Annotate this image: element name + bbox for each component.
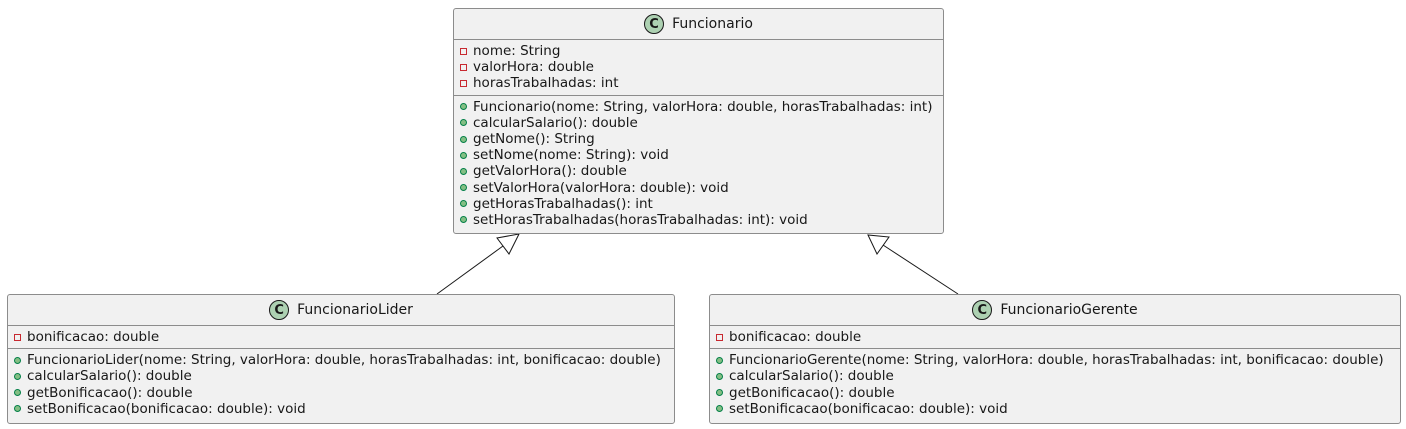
public-visibility-icon <box>716 372 723 380</box>
method: Funcionario(nome: String, valorHora: dou… <box>454 99 943 115</box>
private-visibility-icon <box>460 47 467 55</box>
public-visibility-icon <box>460 200 467 208</box>
class-funcionario-gerente[interactable]: C FuncionarioGerente bonificacao: double… <box>709 294 1401 424</box>
attribute: horasTrabalhadas: int <box>454 75 943 91</box>
attribute-text: bonificacao: double <box>729 329 862 346</box>
public-visibility-icon <box>460 103 467 111</box>
method-text: calcularSalario(): double <box>27 368 192 385</box>
class-stereotype-icon: C <box>644 14 665 34</box>
public-visibility-icon <box>14 372 21 380</box>
attribute-text: bonificacao: double <box>27 329 160 346</box>
method: FuncionarioGerente(nome: String, valorHo… <box>710 352 1400 368</box>
methods-section: FuncionarioGerente(nome: String, valorHo… <box>710 349 1400 420</box>
private-visibility-icon <box>460 63 467 71</box>
private-visibility-icon <box>716 333 723 341</box>
method: setNome(nome: String): void <box>454 147 943 163</box>
method-text: setHorasTrabalhadas(horasTrabalhadas: in… <box>473 211 808 228</box>
method-text: getHorasTrabalhadas(): int <box>473 195 653 212</box>
inheritance-arrowhead <box>496 233 520 255</box>
public-visibility-icon <box>460 184 467 192</box>
method: calcularSalario(): double <box>454 115 943 131</box>
attribute: nome: String <box>454 43 943 59</box>
method: setHorasTrabalhadas(horasTrabalhadas: in… <box>454 212 943 228</box>
inheritance-arrowhead <box>867 234 890 255</box>
public-visibility-icon <box>716 389 723 397</box>
public-visibility-icon <box>460 216 467 224</box>
class-name: FuncionarioGerente <box>1000 302 1138 318</box>
class-header: C FuncionarioLider <box>8 295 674 326</box>
class-funcionario-lider[interactable]: C FuncionarioLider bonificacao: double F… <box>7 294 675 424</box>
method-text: calcularSalario(): double <box>473 114 638 131</box>
method-text: setNome(nome: String): void <box>473 147 669 164</box>
public-visibility-icon <box>14 356 21 364</box>
class-header: C FuncionarioGerente <box>710 295 1400 326</box>
attribute-text: horasTrabalhadas: int <box>473 75 619 92</box>
attribute: bonificacao: double <box>8 329 674 345</box>
method-text: Funcionario(nome: String, valorHora: dou… <box>473 98 933 115</box>
method-text: getBonificacao(): double <box>729 384 895 401</box>
method-text: getNome(): String <box>473 131 595 148</box>
method-text: FuncionarioLider(nome: String, valorHora… <box>27 352 661 369</box>
public-visibility-icon <box>716 405 723 413</box>
private-visibility-icon <box>460 79 467 87</box>
method: getBonificacao(): double <box>710 385 1400 401</box>
public-visibility-icon <box>460 119 467 127</box>
method: getHorasTrabalhadas(): int <box>454 196 943 212</box>
method: FuncionarioLider(nome: String, valorHora… <box>8 352 674 368</box>
method-text: setBonificacao(bonificacao: double): voi… <box>729 400 1008 417</box>
public-visibility-icon <box>460 135 467 143</box>
method-text: getValorHora(): double <box>473 163 627 180</box>
attribute: bonificacao: double <box>710 329 1400 345</box>
edge-gerente-to-funcionario <box>867 234 959 295</box>
method: setBonificacao(bonificacao: double): voi… <box>710 401 1400 417</box>
public-visibility-icon <box>460 151 467 159</box>
method-text: calcularSalario(): double <box>729 368 894 385</box>
method-text: setBonificacao(bonificacao: double): voi… <box>27 400 306 417</box>
public-visibility-icon <box>14 405 21 413</box>
method: getBonificacao(): double <box>8 385 674 401</box>
class-funcionario[interactable]: C Funcionario nome: String valorHora: do… <box>453 8 944 234</box>
attribute-text: valorHora: double <box>473 59 594 76</box>
public-visibility-icon <box>460 167 467 175</box>
method: setValorHora(valorHora: double): void <box>454 180 943 196</box>
class-stereotype-icon: C <box>269 300 290 320</box>
class-stereotype-icon: C <box>972 300 993 320</box>
method: calcularSalario(): double <box>710 368 1400 384</box>
public-visibility-icon <box>14 389 21 397</box>
private-visibility-icon <box>14 333 21 341</box>
edge-lider-to-funcionario <box>436 233 520 295</box>
attribute: valorHora: double <box>454 59 943 75</box>
method: setBonificacao(bonificacao: double): voi… <box>8 401 674 417</box>
method-text: getBonificacao(): double <box>27 384 193 401</box>
class-name: FuncionarioLider <box>297 302 413 318</box>
methods-section: Funcionario(nome: String, valorHora: dou… <box>454 96 943 232</box>
attributes-section: bonificacao: double <box>8 326 674 350</box>
attributes-section: bonificacao: double <box>710 326 1400 350</box>
class-name: Funcionario <box>672 16 753 32</box>
attribute-text: nome: String <box>473 43 561 60</box>
method-text: FuncionarioGerente(nome: String, valorHo… <box>729 352 1384 369</box>
methods-section: FuncionarioLider(nome: String, valorHora… <box>8 349 674 420</box>
public-visibility-icon <box>716 356 723 364</box>
attributes-section: nome: String valorHora: double horasTrab… <box>454 40 943 96</box>
class-header: C Funcionario <box>454 9 943 40</box>
method-text: setValorHora(valorHora: double): void <box>473 179 729 196</box>
method: getNome(): String <box>454 131 943 147</box>
method: calcularSalario(): double <box>8 368 674 384</box>
method: getValorHora(): double <box>454 163 943 179</box>
